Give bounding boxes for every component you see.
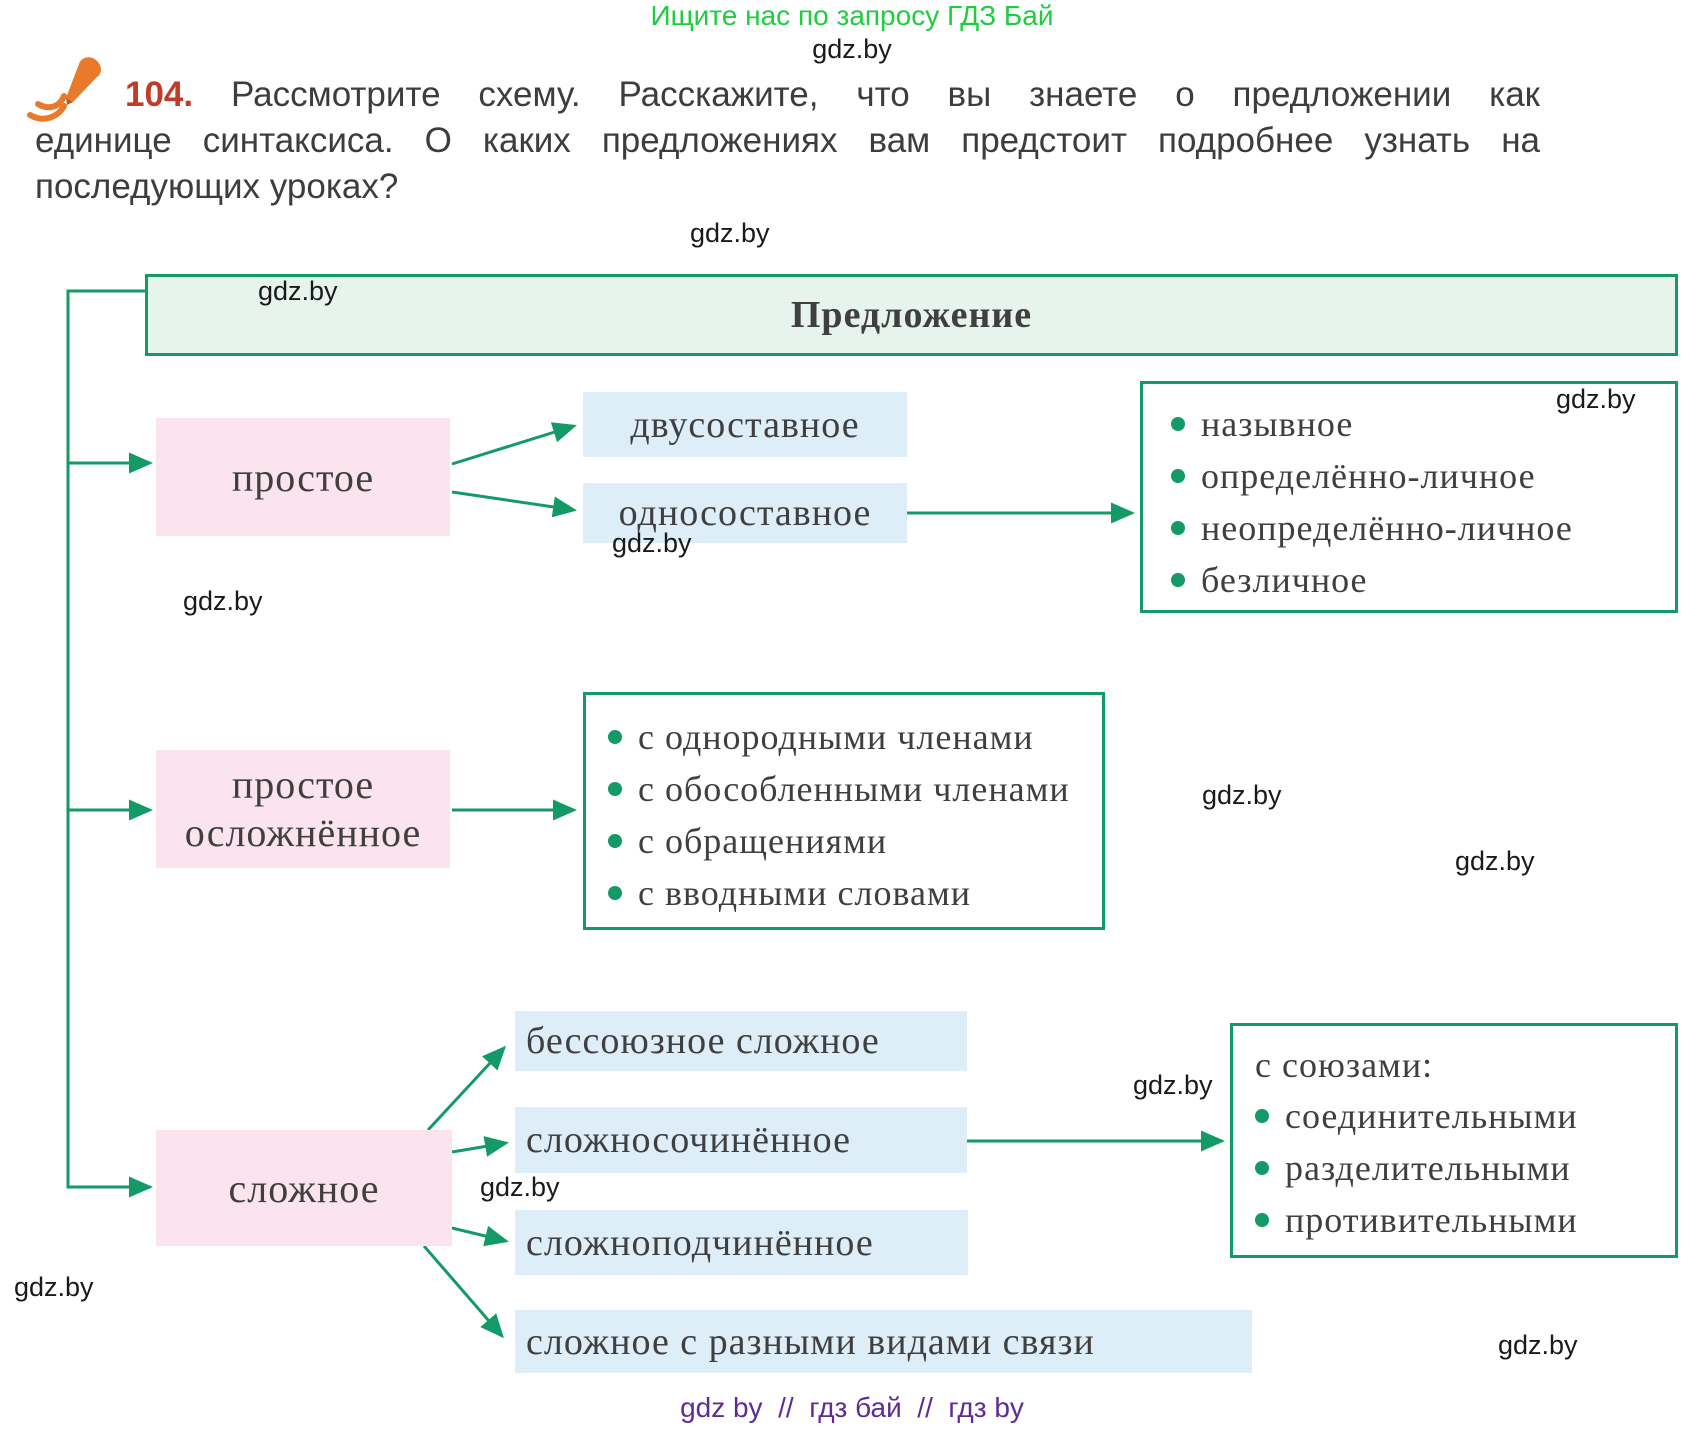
- arrow: [451, 1136, 509, 1157]
- two-part-label: двусоставное: [630, 403, 860, 446]
- exercise-line: последующих уроках?: [35, 167, 399, 206]
- asyndetic-label: бессоюзное сложное: [526, 1020, 880, 1062]
- complicated-types-box: с однородными членами с обособленными чл…: [583, 692, 1105, 930]
- list-item: с обращениями: [608, 815, 1102, 867]
- subordinate-label: сложноподчинённое: [526, 1221, 874, 1264]
- bullet-icon: [1255, 1161, 1269, 1175]
- conjunction-header: с союзами:: [1255, 1045, 1434, 1085]
- list-item-label: безличное: [1201, 560, 1368, 600]
- watermark: gdz.by: [1202, 780, 1282, 810]
- list-item-label: противительными: [1285, 1200, 1578, 1240]
- compound-sentence-box: сложносочинённое: [515, 1107, 967, 1173]
- exercise-line-text: Рассмотрите схему. Расскажите, что вы зн…: [230, 75, 1540, 114]
- watermark: gdz.by: [1556, 384, 1636, 414]
- bullet-icon: [1255, 1109, 1269, 1123]
- watermark: gdz.by: [1133, 1070, 1213, 1100]
- list-item-label: с однородными членами: [638, 717, 1034, 757]
- simple-label: простое: [231, 454, 375, 500]
- one-part-box: односоставное: [583, 483, 907, 543]
- list-item: с однородными членами: [608, 711, 1102, 763]
- watermark: gdz.by: [183, 586, 263, 616]
- watermark: gdz.by: [1455, 846, 1535, 876]
- watermark: gdz.by: [258, 276, 338, 306]
- bullet-icon: [1171, 573, 1185, 587]
- list-item-label: назывное: [1201, 404, 1354, 444]
- list-item-label: с обособленными членами: [638, 769, 1070, 809]
- watermark: gdz.by: [812, 34, 892, 64]
- complex-sentence-box: сложное: [156, 1130, 452, 1246]
- exercise-task: 104. Рассмотрите схему. Расскажите, что …: [35, 72, 1540, 210]
- list-item: соединительными: [1255, 1090, 1675, 1142]
- bullet-icon: [1171, 521, 1185, 535]
- arrow: [451, 490, 577, 518]
- bullet-icon: [1171, 469, 1185, 483]
- bullet-icon: [608, 730, 622, 744]
- two-part-box: двусоставное: [583, 392, 907, 457]
- complex-label: сложное: [228, 1165, 380, 1211]
- list-item: противительными: [1255, 1194, 1675, 1246]
- list-item: разделительными: [1255, 1142, 1675, 1194]
- compound-label: сложносочинённое: [526, 1119, 851, 1161]
- list-item-label: с вводными словами: [638, 873, 971, 913]
- list-item: определённо-личное: [1171, 450, 1675, 502]
- mixed-label: сложное с разными видами связи: [526, 1320, 1095, 1363]
- subordinate-sentence-box: сложноподчинённое: [515, 1210, 968, 1275]
- list-item-label: определённо-личное: [1201, 456, 1536, 496]
- bullet-icon: [608, 886, 622, 900]
- exercise-line: 104. Рассмотрите схему. Расскажите, что …: [35, 72, 1540, 118]
- root-box-sentence: Предложение: [145, 274, 1678, 356]
- watermark: gdz.by: [612, 528, 692, 558]
- watermark: gdz.by: [690, 218, 770, 248]
- list-item: назывное: [1171, 398, 1675, 450]
- list-item: неопределённо-личное: [1171, 502, 1675, 554]
- list-item-label: неопределённо-личное: [1201, 508, 1573, 548]
- exercise-line: единице синтаксиса. О каких предложениях…: [35, 121, 1540, 160]
- pen-icon: [22, 54, 114, 122]
- exercise-number: 104.: [125, 75, 194, 114]
- asyndetic-complex-box: бессоюзное сложное: [515, 1011, 967, 1071]
- bullet-icon: [1255, 1213, 1269, 1227]
- watermark: gdz.by: [1498, 1330, 1578, 1360]
- watermark: gdz.by: [14, 1272, 94, 1302]
- simple-complicated-label: простое осложнённое: [184, 762, 422, 855]
- list-item: безличное: [1171, 554, 1675, 606]
- watermark: gdz.by: [480, 1172, 560, 1202]
- footer-promo: gdz by // гдз бай // гдз by: [680, 1392, 1024, 1423]
- bullet-icon: [608, 782, 622, 796]
- arrow: [422, 1245, 504, 1339]
- list-item-label: соединительными: [1285, 1096, 1578, 1136]
- promo-banner: Ищите нас по запросу ГДЗ Бай: [650, 0, 1054, 31]
- arrow: [451, 1225, 509, 1247]
- arrow: [451, 422, 577, 466]
- mixed-connection-box: сложное с разными видами связи: [515, 1310, 1252, 1373]
- bullet-icon: [1171, 417, 1185, 431]
- one-part-label: односоставное: [618, 492, 872, 534]
- list-item-label: разделительными: [1285, 1148, 1571, 1188]
- root-label: Предложение: [790, 294, 1033, 336]
- list-item: с вводными словами: [608, 867, 1102, 919]
- bullet-icon: [608, 834, 622, 848]
- simple-complicated-box: простое осложнённое: [156, 750, 450, 868]
- simple-sentence-box: простое: [156, 418, 450, 536]
- list-item: с обособленными членами: [608, 763, 1102, 815]
- bracket-line: [66, 289, 153, 1198]
- list-item-label: с обращениями: [638, 821, 888, 861]
- one-part-types-box: назывное определённо-личное неопределённ…: [1140, 381, 1678, 613]
- conjunction-types-box: с союзами: соединительными разделительны…: [1230, 1023, 1678, 1258]
- arrow: [426, 1045, 507, 1132]
